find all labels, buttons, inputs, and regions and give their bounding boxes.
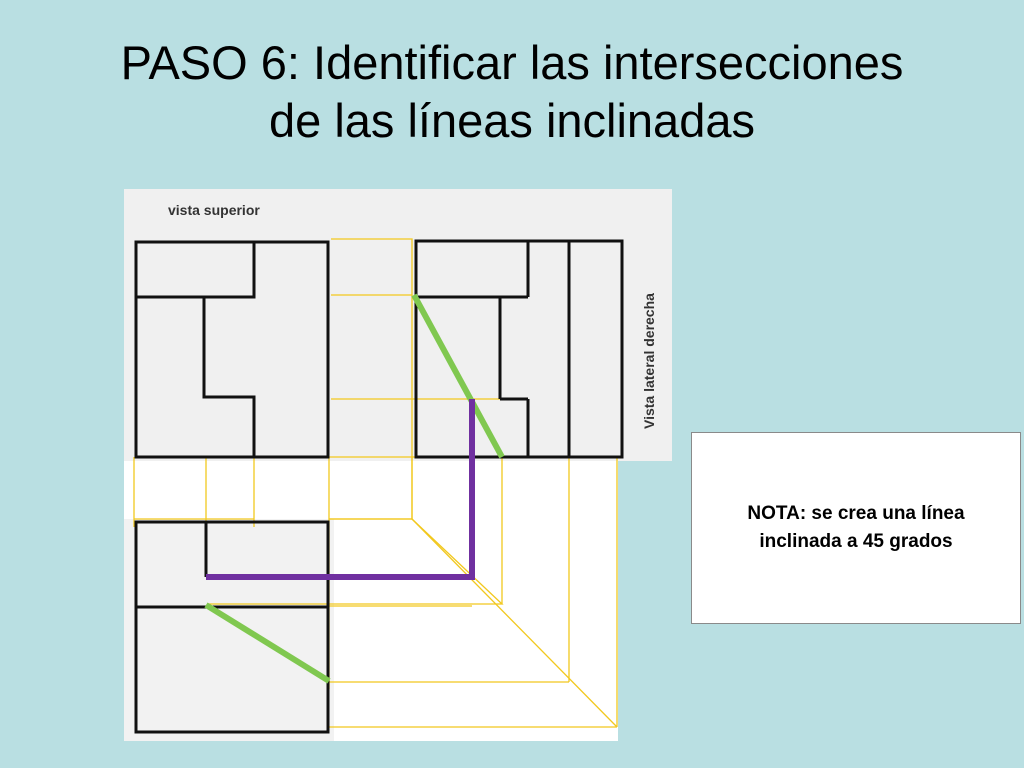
- front-view-outline: [134, 520, 330, 734]
- top-view-paper: [124, 189, 672, 461]
- note-box: NOTA: se crea una línea inclinada a 45 g…: [691, 432, 1021, 624]
- side-view: [414, 239, 624, 459]
- purple-intersection-line: [206, 399, 475, 580]
- top-view-label: vista superior: [168, 202, 260, 218]
- note-text: NOTA: se crea una línea inclinada a 45 g…: [747, 500, 964, 556]
- green-inclined-line-bottom: [204, 602, 331, 684]
- projection-diagram-svg: vista superior Vista lateral derecha: [124, 189, 672, 741]
- note-line-2: inclinada a 45 grados: [759, 531, 953, 552]
- top-view-outline: [134, 240, 330, 459]
- slide-title-line-1: PASO 6: Identificar las intersecciones: [120, 36, 904, 89]
- highlight-lines: [204, 293, 505, 684]
- green-inclined-line-top: [411, 293, 505, 459]
- miter-line-45: [411, 518, 618, 728]
- slide-title-line-2: de las líneas inclinadas: [269, 94, 755, 147]
- slide-title: PASO 6: Identificar las intersecciones d…: [0, 34, 1024, 150]
- front-view: [134, 520, 330, 734]
- projection-diagram: vista superior Vista lateral derecha: [124, 189, 672, 741]
- top-view: [134, 240, 330, 459]
- note-line-1: NOTA: se crea una línea: [747, 503, 965, 524]
- side-view-label: Vista lateral derecha: [641, 293, 657, 429]
- top-view-edge: [202, 242, 256, 457]
- projection-line: [207, 518, 504, 605]
- front-view-paper: [124, 519, 334, 741]
- projection-line: [331, 238, 413, 457]
- side-view-outline: [414, 239, 624, 459]
